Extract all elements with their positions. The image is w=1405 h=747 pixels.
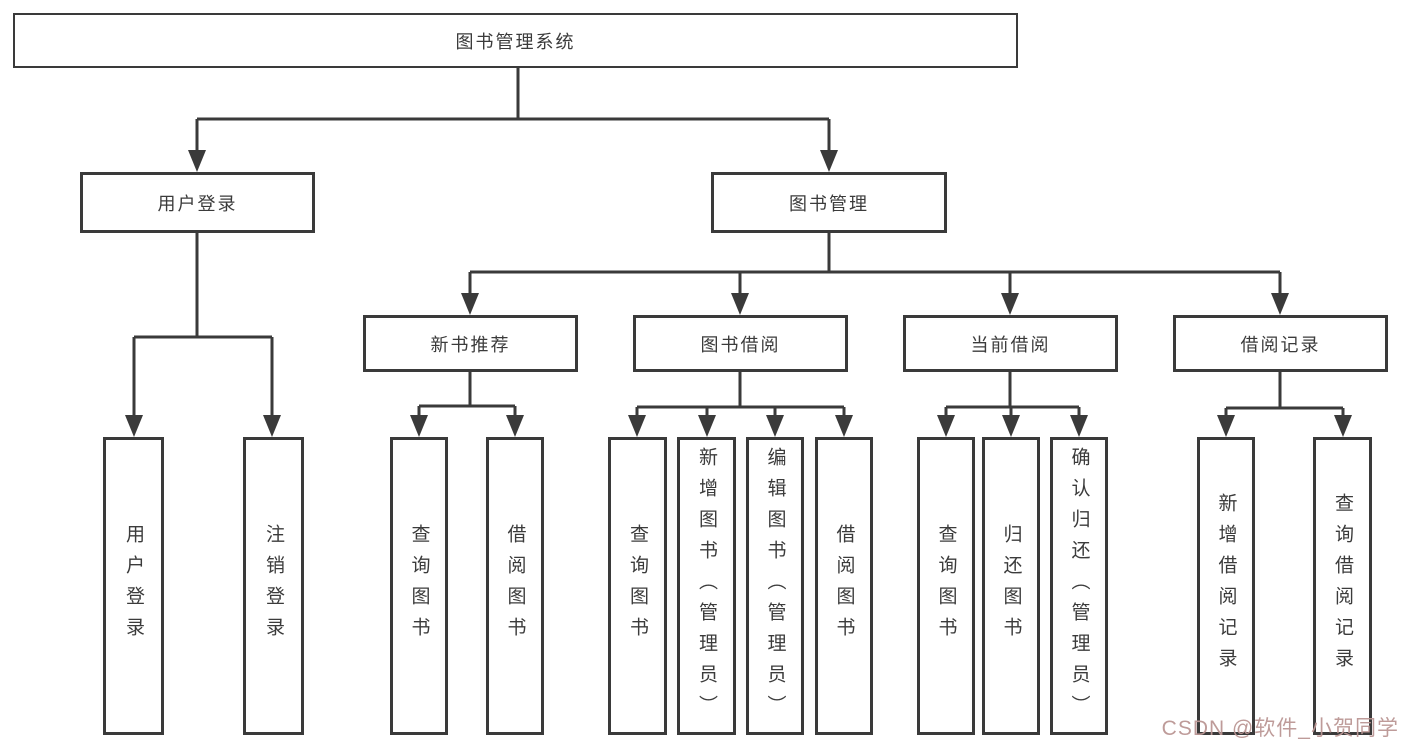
leaf-query-books-recommend: 查询图书: [390, 437, 448, 735]
arrowheads: [125, 150, 1352, 437]
leaf-query-books-current: 查询图书: [917, 437, 975, 735]
node-library-system: 图书管理系统: [13, 13, 1018, 68]
node-book-management: 图书管理: [711, 172, 947, 233]
leaf-borrow-books-recommend: 借阅图书: [486, 437, 544, 735]
leaf-query-books-borrowing: 查询图书: [608, 437, 667, 735]
node-book-borrowing: 图书借阅: [633, 315, 848, 372]
node-borrowing-records: 借阅记录: [1173, 315, 1388, 372]
leaf-add-borrow-record: 新增借阅记录: [1197, 437, 1255, 735]
node-current-borrowing: 当前借阅: [903, 315, 1118, 372]
leaf-return-books: 归还图书: [982, 437, 1040, 735]
leaf-logout-login: 注销登录: [243, 437, 304, 735]
connector-paths: [132, 68, 1345, 417]
leaf-add-books-admin: 新增图书（管理员）: [677, 437, 736, 735]
leaf-user-login: 用户登录: [103, 437, 164, 735]
leaf-edit-books-admin: 编辑图书（管理员）: [746, 437, 804, 735]
leaf-query-borrow-record: 查询借阅记录: [1313, 437, 1372, 735]
leaf-borrow-books-borrowing: 借阅图书: [815, 437, 873, 735]
leaf-confirm-return-admin: 确认归还（管理员）: [1050, 437, 1108, 735]
node-new-book-recommend: 新书推荐: [363, 315, 578, 372]
watermark: CSDN @软件_小贺同学: [1161, 717, 1399, 740]
node-user-login: 用户登录: [80, 172, 315, 233]
